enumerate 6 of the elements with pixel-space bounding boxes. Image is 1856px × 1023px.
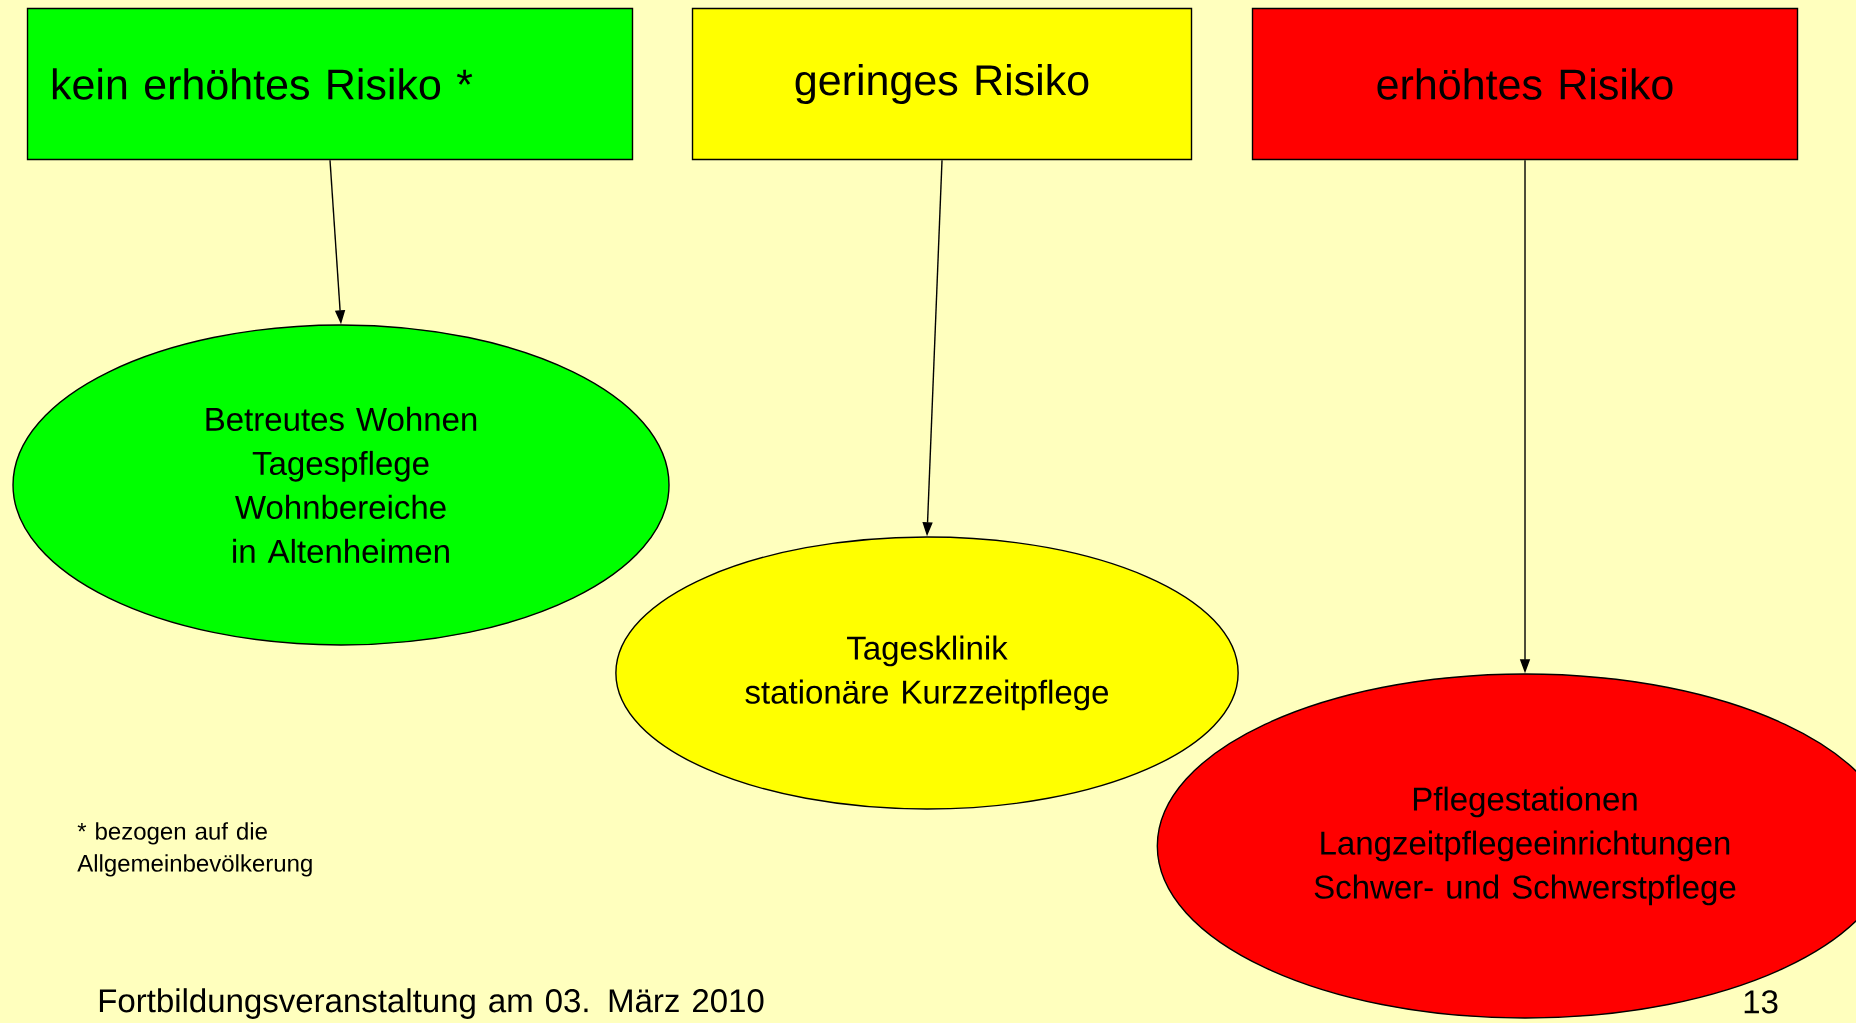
risk-box: geringes Risiko [691, 7, 1193, 161]
footer-text: Fortbildungsveranstaltung am 03. März 2010 [99, 988, 764, 1019]
page-number: 13 [1744, 990, 1778, 1014]
risk-box: erhöhtes Risiko [1251, 7, 1799, 161]
risk-box: kein erhöhtes Risiko * [26, 7, 634, 161]
footnote-text: * bezogen auf die Allgemeinbevölkerung [77, 822, 312, 877]
